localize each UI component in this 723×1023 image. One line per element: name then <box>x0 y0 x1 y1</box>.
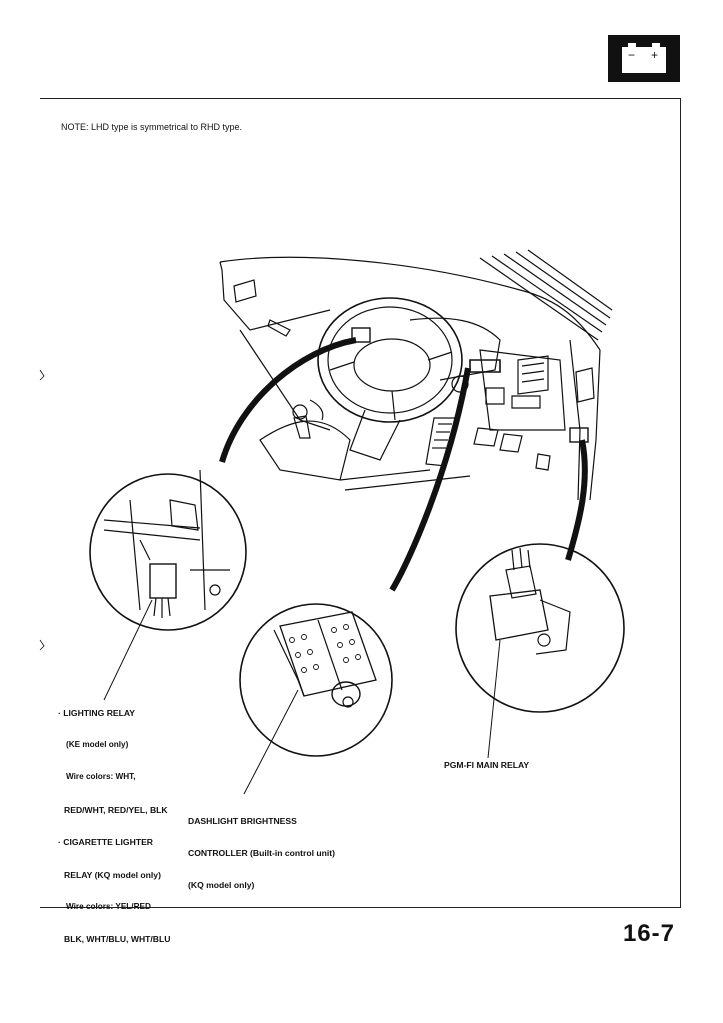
battery-section-tab: − + <box>608 35 680 82</box>
battery-icon: − + <box>622 43 666 73</box>
lighting-relay-detail <box>89 469 247 631</box>
svg-text:+: + <box>651 48 658 62</box>
lighting-relay-label: · LIGHTING RELAY (KE model only) Wire co… <box>58 707 171 945</box>
svg-text:−: − <box>628 48 635 62</box>
pgmfi-relay-detail <box>455 543 625 713</box>
dashlight-controller-label: DASHLIGHT BRIGHTNESS CONTROLLER (Built-i… <box>188 815 336 891</box>
windshield-lines <box>479 249 613 341</box>
pgmfi-relay-label: PGM-FI MAIN RELAY <box>444 760 530 770</box>
dashlight-controller-detail <box>239 603 393 757</box>
note-text: NOTE: LHD type is symmetrical to RHD typ… <box>61 122 243 132</box>
page-frame <box>40 98 681 908</box>
page-number: 16-7 <box>622 920 675 947</box>
